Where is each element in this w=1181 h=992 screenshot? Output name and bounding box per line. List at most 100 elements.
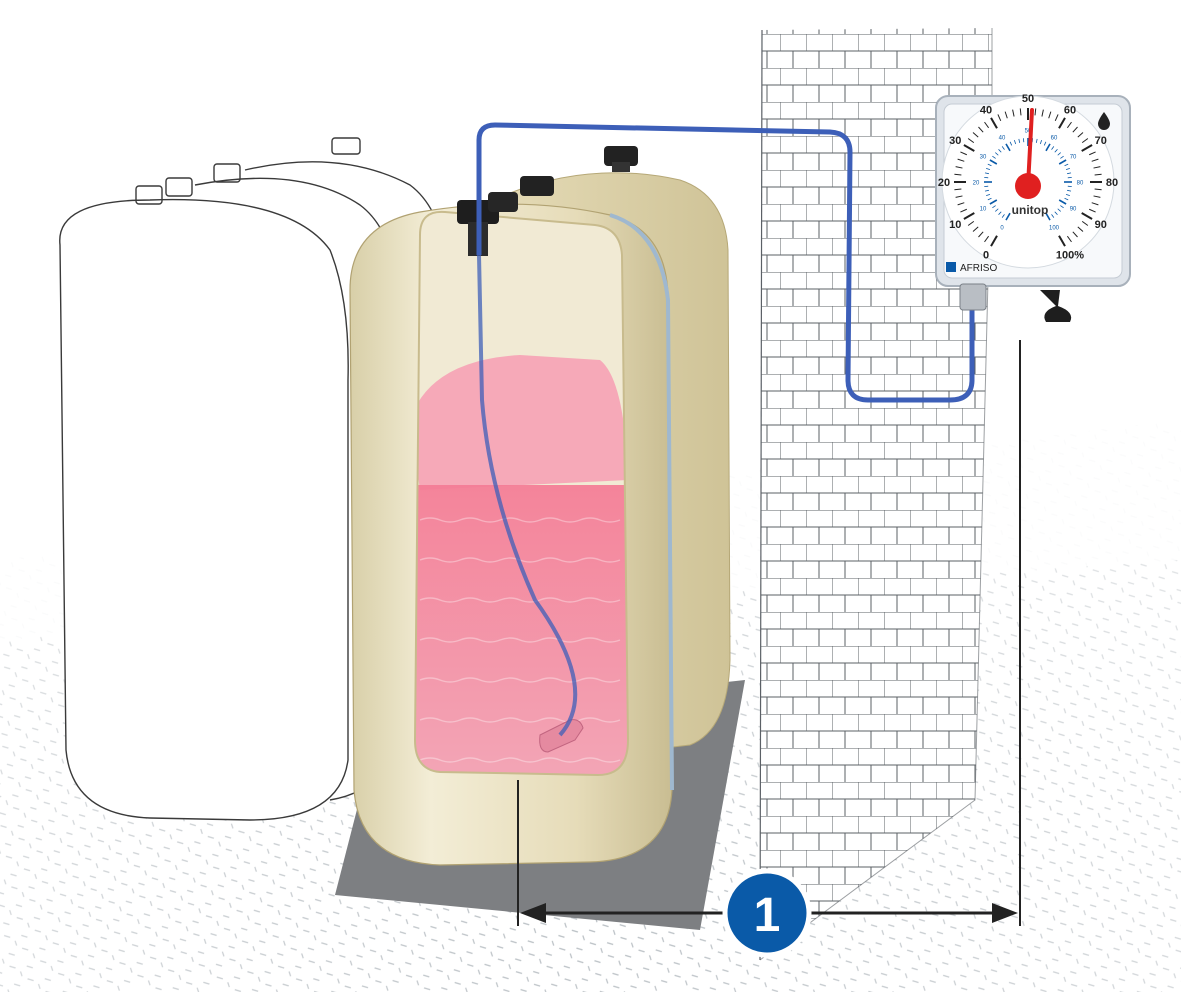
gauge-tick (972, 132, 979, 138)
gauge-tick (984, 121, 990, 129)
gauge-inner-label: 20 (973, 181, 980, 187)
gauge-tick (955, 166, 963, 169)
gauge-inner-tick (995, 208, 999, 212)
gauge-hub (1015, 173, 1041, 199)
gauge-tick (1041, 109, 1044, 117)
tube-in-liquid (477, 254, 578, 737)
gauge-inner-tick (992, 155, 996, 159)
gauge-outer-label: 90 (1095, 219, 1107, 231)
liquid-body (415, 485, 628, 775)
gauge-tick (984, 235, 990, 243)
gauge-outer-label: 60 (1064, 104, 1076, 116)
gauge-inner-label: 80 (1077, 181, 1084, 187)
gauge-inner-tick (1005, 143, 1011, 152)
gauge-tick (963, 212, 975, 220)
gauge-tick (972, 226, 979, 232)
gauge-inner-tick (1060, 205, 1064, 209)
gauge-inner-tick (1064, 163, 1069, 167)
gauge-inner-tick (1054, 211, 1058, 215)
gauge-tick (1091, 158, 1099, 162)
gauge-inner-tick (1045, 212, 1051, 221)
cutaway-tank (349, 192, 674, 866)
gauge-tick (1089, 151, 1096, 156)
gauge-inner-tick (1014, 140, 1017, 145)
gauge-tick (1066, 235, 1072, 243)
gauge-inner-tick (989, 199, 998, 205)
gauge-outer-label: 0 (983, 250, 989, 262)
gauge-inner-tick (1045, 143, 1051, 152)
gauge-inner-label: 70 (1070, 155, 1077, 161)
gauge-inner-tick (1035, 138, 1038, 143)
gauge-tick (957, 158, 965, 162)
gauge-tick (967, 220, 975, 226)
liquid-surface (415, 355, 628, 490)
gauge-outer-label: 10 (949, 219, 961, 231)
gauge-inner-label: 50 (1025, 129, 1032, 135)
gauge-outer-label: 80 (1106, 177, 1118, 189)
manufacturer-label: AFRISO (960, 263, 997, 274)
gauge-tick (1072, 126, 1078, 133)
gauge-inner-label: 100 (1049, 226, 1060, 232)
gauge-inner-tick (989, 159, 998, 165)
gauge-inner-label: 40 (999, 135, 1006, 141)
gauge-tick (1081, 220, 1089, 226)
gauge-inner-tick (1067, 189, 1072, 192)
measurement-tube (476, 122, 975, 403)
callout-number: 1 (754, 889, 781, 942)
gauge-inner-tick (1060, 155, 1064, 159)
level-gauge: 0102030405060708090100%01020304050607080… (935, 93, 1131, 322)
gauge-inner-label: 90 (1070, 207, 1077, 213)
gauge-inner-tick (986, 193, 991, 196)
gauge-inner-tick (1057, 152, 1061, 156)
gauge-tick (978, 126, 984, 133)
gauge-inner-tick (1067, 172, 1072, 175)
gauge-inner-label: 30 (980, 155, 987, 161)
gauge-inner-tick (1001, 146, 1005, 150)
gauge-tick (1034, 108, 1037, 116)
gauge-inner-label: 0 (1000, 226, 1004, 232)
gauge-outer-label: 30 (949, 135, 961, 147)
gauge-inner-tick (1043, 141, 1047, 146)
gauge-inner-tick (1051, 146, 1055, 150)
gauge-inner-tick (987, 163, 992, 167)
gauge-tick (1066, 121, 1072, 129)
gauge-inner-tick (995, 152, 999, 156)
gauge-tick (1058, 117, 1066, 129)
afriso-logo: AFRISO (946, 262, 997, 274)
gauge-tick (1054, 114, 1059, 121)
gauge-brand-label: unitop (1012, 203, 1049, 217)
gauge-tick (1048, 111, 1052, 119)
droplet-icon (1098, 112, 1110, 130)
gauge-inner-tick (987, 197, 992, 201)
gauge-tick (1081, 144, 1093, 152)
gauge-outer-label: 40 (980, 104, 992, 116)
gauge-tick (1094, 173, 1102, 176)
gauge-tick (954, 188, 962, 191)
gauge-tick (967, 138, 975, 144)
gauge-inner-tick (1065, 168, 1070, 171)
gauge-tick (955, 195, 963, 198)
gauge-inner-tick (1065, 193, 1070, 196)
gauge-outer-label: 50 (1022, 93, 1034, 105)
outline-tank-caps (135, 137, 361, 205)
gauge-inner-tick (1057, 208, 1061, 212)
gauge-valve-knob (1040, 290, 1072, 322)
gauge-tick (990, 117, 998, 129)
gauge-tick (1072, 231, 1078, 238)
gauge-inner-tick (986, 168, 991, 171)
gauge-inner-tick (992, 205, 996, 209)
gauge-tick (990, 235, 998, 247)
gauge-tick (963, 144, 975, 152)
gauge-inner-tick (1039, 140, 1042, 145)
gauge-tick (997, 114, 1002, 121)
gauge-tick (960, 208, 967, 213)
gauge-inner-label: 60 (1051, 135, 1058, 141)
callout-badge: 1 (722, 868, 812, 958)
gauge-inner-tick (1058, 159, 1067, 165)
gauge-outer-label: 20 (938, 177, 950, 189)
gauge-tick (1081, 212, 1093, 220)
gauge-outer-label: 70 (1095, 135, 1107, 147)
gauge-inner-tick (1001, 214, 1005, 218)
